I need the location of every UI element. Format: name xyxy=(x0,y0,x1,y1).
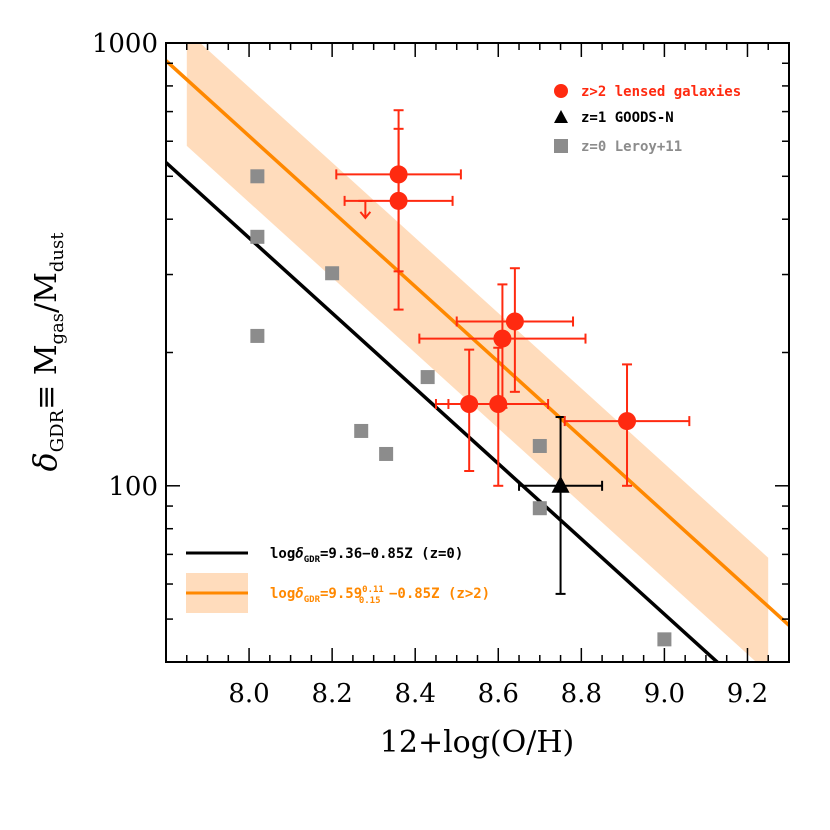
legend-marker-lensed xyxy=(554,84,568,98)
legend-z0-log: log xyxy=(270,546,295,562)
leroy-square-6 xyxy=(420,370,435,385)
leroy-square-4 xyxy=(354,423,369,438)
upper-limit-arrowhead xyxy=(359,211,372,220)
axis-ticks xyxy=(165,42,790,663)
y-axis-dust-sub: dust xyxy=(47,232,68,272)
fit-lines xyxy=(166,59,789,662)
y-axis-delta: δ xyxy=(26,452,64,471)
lensed-circle-2 xyxy=(493,329,512,348)
x-axis-label: 12+log(O/H) xyxy=(380,725,574,760)
leroy-square-5 xyxy=(379,446,394,461)
legend-z0-delta: δ xyxy=(295,546,303,562)
x-tick-label-8.6: 8.6 xyxy=(478,679,519,709)
legend-fits: logδGDR=9.36−0.85Z (z=0) logδGDR=9.590.1… xyxy=(186,546,490,613)
x-tick-label-9.0: 9.0 xyxy=(644,679,685,709)
x-tick-label-8.4: 8.4 xyxy=(395,679,436,709)
legend-label-leroy: z=0 Leroy+11 xyxy=(581,139,682,155)
x-tick-label-8.0: 8.0 xyxy=(228,679,269,709)
legend-marker-leroy xyxy=(554,139,568,153)
legend-z0-sub: GDR xyxy=(304,555,321,565)
legend-z2-err-plus: 0.11 xyxy=(362,585,384,595)
lensed-circle-6 xyxy=(618,412,637,431)
legend-label-lensed: z>2 lensed galaxies xyxy=(581,84,741,100)
lensed-circle-3 xyxy=(505,312,524,331)
legend-label-z0: logδGDR=9.36−0.85Z (z=0) xyxy=(270,546,463,565)
leroy-square-3 xyxy=(325,266,340,281)
fit-line-z2 xyxy=(166,59,789,627)
x-tick-label-8.8: 8.8 xyxy=(561,679,602,709)
data-points xyxy=(250,109,691,647)
legend-z2-sub: GDR xyxy=(304,595,321,605)
legend-z2-base: =9.59 xyxy=(320,586,362,602)
y-axis-delta-sub: GDR xyxy=(47,409,68,452)
leroy-square-9 xyxy=(657,632,672,647)
leroy-square-2 xyxy=(250,328,265,343)
fit-line-z0 xyxy=(166,161,720,662)
y-axis-gas-sub: gas xyxy=(47,313,68,345)
legend-z2-err-minus: 0.15 xyxy=(359,596,381,606)
legend-z0-eq: =9.36−0.85Z (z=0) xyxy=(320,546,463,562)
z2-fit-uncertainty-band xyxy=(186,43,769,662)
legend-data: z>2 lensed galaxies z=1 GOODS-N z=0 Lero… xyxy=(554,84,741,155)
goods-triangle-0 xyxy=(551,475,570,493)
y-tick-label-1000: 1000 xyxy=(92,29,158,59)
x-tick-label-8.2: 8.2 xyxy=(311,679,352,709)
legend-marker-goods xyxy=(554,110,568,123)
y-tick-label-100: 100 xyxy=(108,472,158,502)
leroy-square-8 xyxy=(532,501,547,516)
leroy-square-1 xyxy=(250,229,265,244)
axis-tick-labels: 8.0 8.2 8.4 8.6 8.8 9.0 9.2 100 1000 xyxy=(92,29,768,709)
leroy-square-0 xyxy=(250,169,265,184)
legend-z2-log: log xyxy=(270,586,295,602)
lensed-circle-1 xyxy=(389,191,408,210)
y-axis-equiv: ≡ M xyxy=(29,344,64,409)
legend-label-goods: z=1 GOODS-N xyxy=(581,110,674,126)
z2-band-polygon xyxy=(186,43,769,662)
y-axis-slash: /M xyxy=(29,272,64,313)
y-axis-label: δGDR≡ Mgas/Mdust xyxy=(26,232,68,472)
leroy-square-7 xyxy=(532,438,547,453)
legend-z2-eq: −0.85Z (z>2) xyxy=(381,586,491,602)
legend-z2-delta: δ xyxy=(295,586,303,602)
x-tick-label-9.2: 9.2 xyxy=(727,679,768,709)
lensed-circle-5 xyxy=(489,395,508,414)
